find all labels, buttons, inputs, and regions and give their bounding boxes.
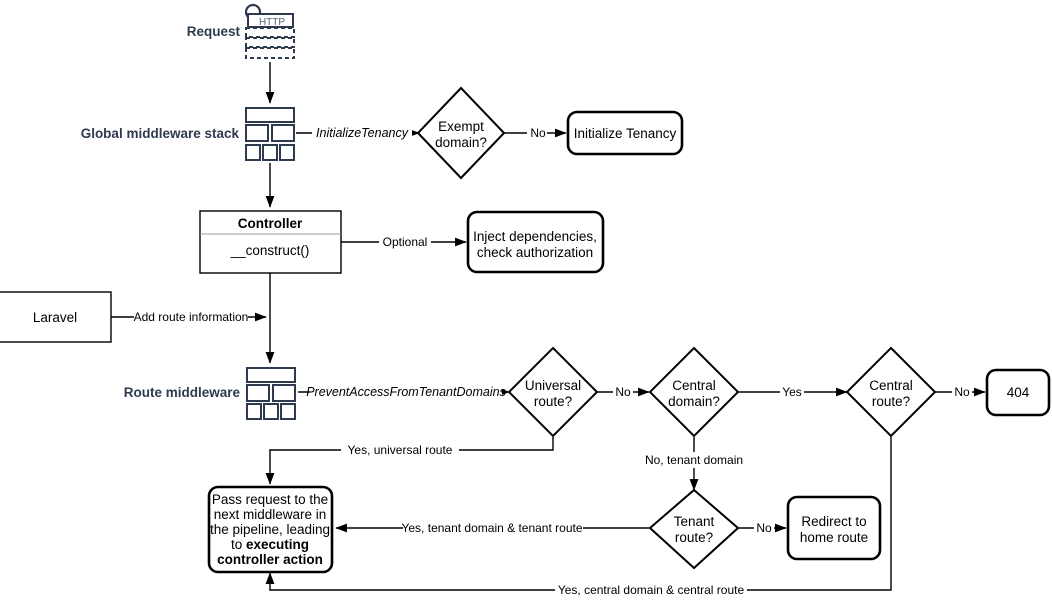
edge-central-route-no-to-404: No — [935, 384, 986, 400]
edge-label-central-route-no: No — [954, 385, 970, 399]
node-initialize-tenancy[interactable]: Initialize Tenancy — [566, 110, 684, 156]
node-pass-request-line-4: to executing — [231, 537, 309, 552]
node-central-domain[interactable]: Central domain? — [648, 346, 740, 438]
edge-label-exempt-no: No — [530, 126, 546, 140]
edge-label-universal-route-yes: Yes, universal route — [348, 443, 453, 457]
edge-controller-optional-to-inject-dependencies: Optional — [341, 234, 467, 250]
label-route-middleware: Route middleware — [124, 385, 241, 400]
node-central-domain-line-1: Central — [672, 378, 716, 393]
route-middleware-icon — [246, 367, 296, 420]
node-controller[interactable]: Controller __construct() — [199, 210, 342, 274]
edge-central-route-yes-to-pass-request: Yes, central domain & central route — [265, 437, 892, 598]
node-exempt-domain[interactable]: Exempt domain? — [416, 86, 506, 180]
node-central-route[interactable]: Central route? — [845, 346, 937, 438]
node-universal-route-line-2: route? — [534, 394, 572, 409]
http-request-icon: HTTP — [244, 3, 295, 59]
node-redirect-home-line-1: Redirect to — [801, 514, 866, 529]
edge-label-tenant-route-yes: Yes, tenant domain & tenant route — [401, 521, 582, 535]
node-universal-route-line-1: Universal — [525, 378, 581, 393]
global-middleware-stack-icon — [245, 107, 295, 161]
edge-central-domain-no-to-tenant-route: No, tenant domain — [637, 437, 751, 491]
node-controller-body: __construct() — [230, 243, 310, 258]
edge-tenant-route-yes-to-pass-request: Yes, tenant domain & tenant route — [335, 520, 649, 536]
node-laravel[interactable]: Laravel — [0, 291, 112, 343]
node-pass-request-line-5: controller action — [217, 552, 323, 567]
edge-label-prevent-access: PreventAccessFromTenantDomains — [306, 385, 506, 399]
edge-central-domain-yes-to-central-route: Yes — [739, 384, 848, 400]
node-pass-request-line-4-plain: to — [231, 537, 246, 552]
edge-label-universal-no: No — [615, 385, 631, 399]
node-universal-route[interactable]: Universal route? — [507, 346, 599, 438]
edge-route-middleware-to-universal-route: PreventAccessFromTenantDomains — [298, 384, 510, 400]
node-laravel-label: Laravel — [33, 310, 77, 325]
node-tenant-route-line-2: route? — [675, 530, 713, 545]
edge-label-optional: Optional — [383, 235, 428, 249]
edge-universal-route-no-to-central-domain: No — [597, 384, 650, 400]
edge-global-middleware-to-exempt-domain: InitializeTenancy — [296, 125, 420, 141]
node-inject-dependencies-line-1: Inject dependencies, — [473, 229, 597, 244]
edge-label-central-route-yes: Yes, central domain & central route — [558, 583, 745, 597]
node-pass-request[interactable]: Pass request to the next middleware in t… — [207, 485, 334, 574]
edge-tenant-route-no-to-redirect-home: No — [739, 520, 787, 536]
label-global-middleware-stack: Global middleware stack — [81, 126, 240, 141]
node-pass-request-line-4-bold: executing — [246, 537, 309, 552]
node-redirect-home-line-2: home route — [800, 530, 868, 545]
node-pass-request-line-2: next middleware in — [214, 507, 327, 522]
node-central-route-line-2: route? — [872, 394, 910, 409]
node-exempt-domain-line-2: domain? — [435, 135, 487, 150]
node-pass-request-line-3: the pipeline, leading — [210, 522, 330, 537]
edge-universal-route-yes-to-pass-request: Yes, universal route — [265, 437, 554, 485]
edge-exempt-domain-no-to-initialize-tenancy: No — [502, 125, 567, 141]
edge-label-central-domain-no: No, tenant domain — [645, 453, 743, 467]
node-initialize-tenancy-label: Initialize Tenancy — [574, 126, 677, 141]
edge-label-central-domain-yes: Yes — [782, 385, 802, 399]
node-exempt-domain-line-1: Exempt — [438, 119, 484, 134]
label-request: Request — [187, 24, 241, 39]
edge-label-initialize-tenancy: InitializeTenancy — [316, 126, 409, 140]
node-tenant-route-line-1: Tenant — [674, 514, 715, 529]
node-404[interactable]: 404 — [985, 368, 1051, 417]
node-404-label: 404 — [1007, 385, 1030, 400]
node-pass-request-line-1: Pass request to the — [212, 492, 328, 507]
node-controller-title: Controller — [238, 216, 303, 231]
http-request-icon-label: HTTP — [259, 17, 285, 28]
node-inject-dependencies-line-2: check authorization — [477, 245, 593, 260]
node-tenant-route[interactable]: Tenant route? — [648, 488, 740, 570]
edge-laravel-to-route-middleware: Add route information — [111, 309, 267, 325]
node-central-route-line-1: Central — [869, 378, 913, 393]
edge-label-tenant-route-no: No — [756, 521, 772, 535]
edge-label-add-route-information: Add route information — [134, 310, 249, 324]
node-inject-dependencies[interactable]: Inject dependencies, check authorization — [466, 210, 605, 274]
node-central-domain-line-2: domain? — [668, 394, 720, 409]
node-redirect-home[interactable]: Redirect to home route — [786, 495, 882, 561]
